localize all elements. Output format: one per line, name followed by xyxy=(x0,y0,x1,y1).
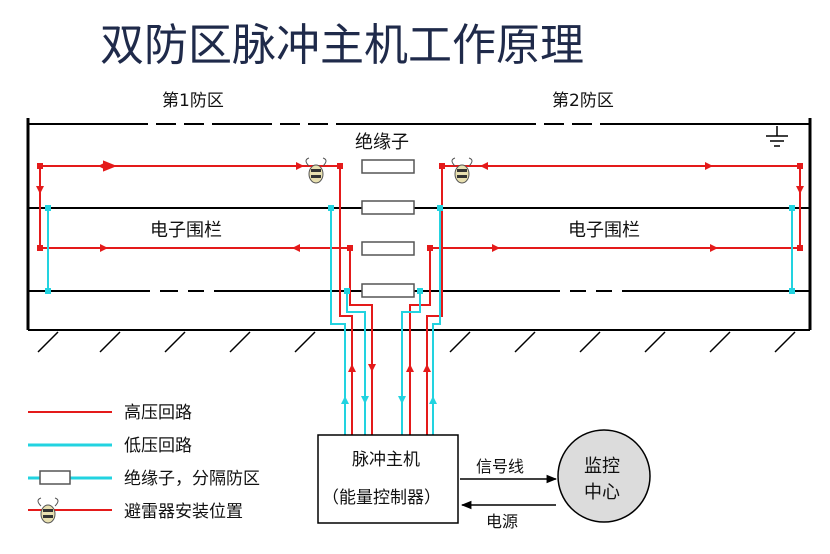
legend-low-voltage-label: 低压回路 xyxy=(124,436,192,456)
monitoring-center xyxy=(557,429,651,523)
low-voltage-arrows xyxy=(341,396,437,404)
legend-arrester-label: 避雷器安装位置 xyxy=(124,502,243,522)
insulators xyxy=(361,159,415,298)
legend-insulator-label: 绝缘子，分隔防区 xyxy=(124,469,260,489)
pulse-host-box xyxy=(317,434,459,524)
monitoring-center-line1: 监控 xyxy=(584,456,620,477)
fence-label-right: 电子围栏 xyxy=(568,220,640,241)
monitoring-center-line2: 中心 xyxy=(584,482,620,503)
legend-arrester-icon xyxy=(37,497,59,524)
low-voltage-circuit xyxy=(47,208,793,440)
pulse-host-sublabel: （能量控制器） xyxy=(322,488,441,508)
ground-hatching xyxy=(37,331,796,353)
zone1-label: 第1防区 xyxy=(162,91,224,111)
insulator-1 xyxy=(361,159,415,174)
fence-label-left: 电子围栏 xyxy=(150,220,222,241)
insulator-4 xyxy=(361,283,415,298)
insulator-2 xyxy=(361,200,415,215)
power-line-label: 电源 xyxy=(486,512,518,531)
high-voltage-circuit xyxy=(39,160,801,440)
legend-high-voltage-label: 高压回路 xyxy=(124,403,192,423)
lightning-arrester-icon xyxy=(305,157,327,184)
high-voltage-nodes xyxy=(37,163,803,251)
pulse-host-label: 脉冲主机 xyxy=(352,450,420,470)
insulator-3 xyxy=(361,241,415,256)
legend: 高压回路 低压回路 绝缘子，分隔防区 避雷器安装位置 xyxy=(28,403,260,524)
low-voltage-nodes xyxy=(45,205,795,294)
high-voltage-arrows xyxy=(36,162,804,372)
legend-insulator-swatch xyxy=(39,470,71,485)
signal-line-label: 信号线 xyxy=(476,457,524,476)
ground-icon xyxy=(766,126,788,147)
page-title: 双防区脉冲主机工作原理 xyxy=(100,20,584,71)
zone2-label: 第2防区 xyxy=(552,91,614,111)
lightning-arrester-icon xyxy=(451,157,473,184)
insulator-label: 绝缘子 xyxy=(355,132,409,153)
